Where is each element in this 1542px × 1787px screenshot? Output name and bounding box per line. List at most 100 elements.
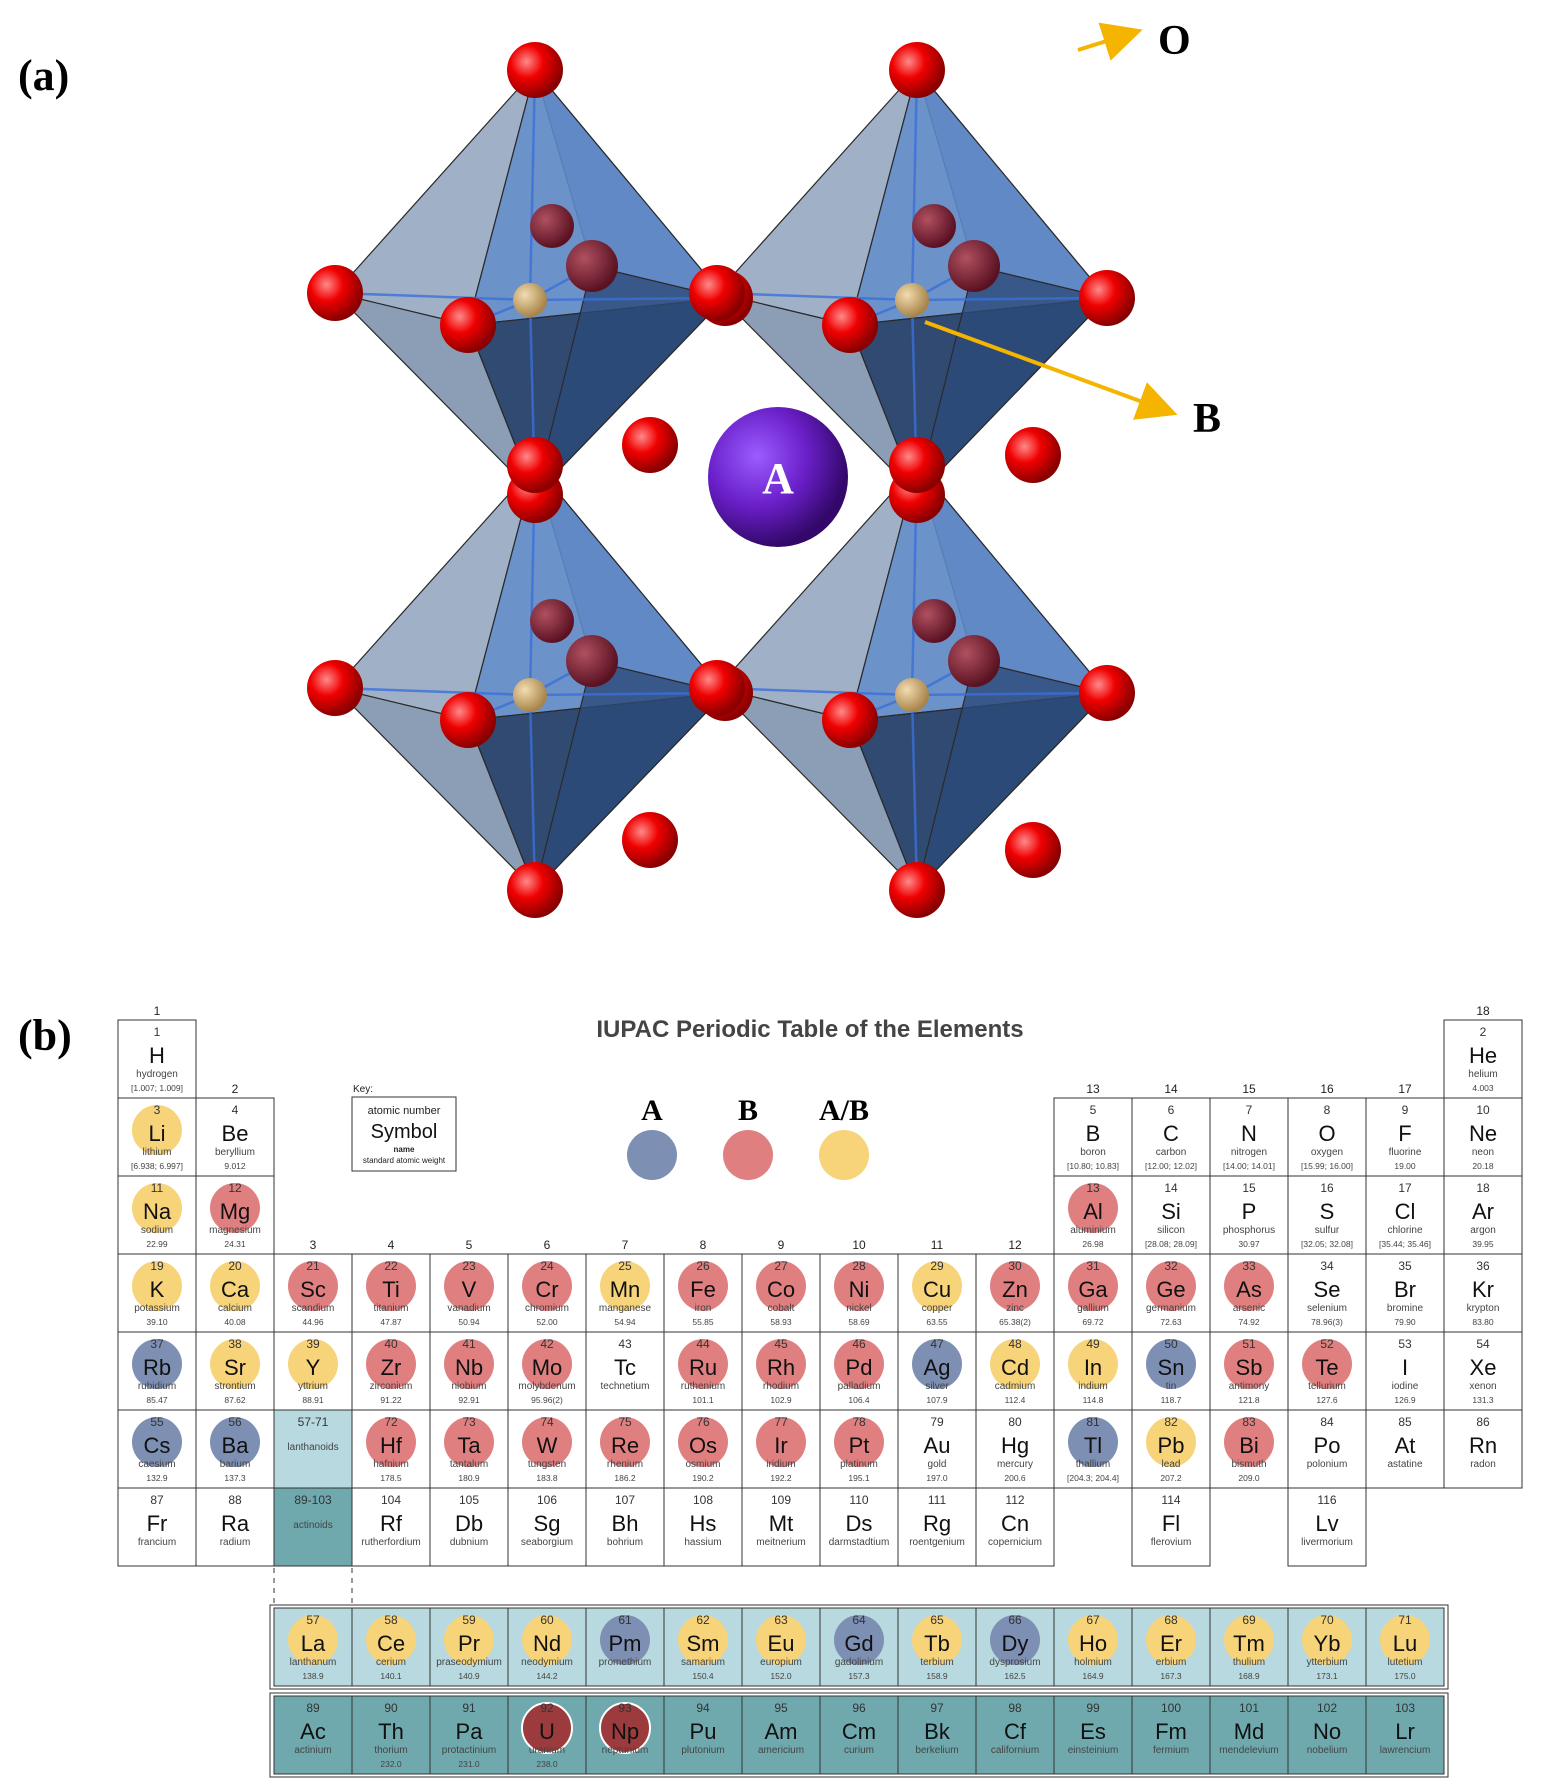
element-symbol: Ar [1472,1199,1494,1224]
atomic-weight: 157.3 [848,1671,870,1681]
element-name: bromine [1387,1303,1424,1314]
element-name: sulfur [1315,1225,1340,1236]
atomic-number: 86 [1476,1415,1490,1429]
element-name: flerovium [1151,1537,1192,1548]
element-symbol: Er [1160,1631,1182,1656]
atomic-weight: 167.3 [1160,1671,1182,1681]
element-symbol: Hf [380,1433,403,1458]
element-name: bismuth [1231,1459,1266,1470]
oxygen-atom [622,417,678,473]
element-name: gallium [1077,1303,1109,1314]
element-symbol: Si [1161,1199,1181,1224]
element-symbol: Cl [1395,1199,1416,1224]
atomic-number: 82 [1164,1415,1178,1429]
element-symbol: Pu [690,1719,717,1744]
element-symbol: Pa [456,1719,484,1744]
atomic-weight: 127.6 [1316,1395,1338,1405]
atomic-number: 25 [618,1259,632,1273]
element-symbol: W [537,1433,558,1458]
atomic-number: 58 [384,1613,398,1627]
group-number: 15 [1242,1082,1256,1096]
element-name: cobalt [768,1303,795,1314]
element-name: uranium [529,1745,565,1756]
atomic-number: 11 [151,1181,164,1195]
classification-circle [444,1261,494,1311]
element-name: einsteinium [1068,1745,1119,1756]
oxygen-atom [622,812,678,868]
group-number: 2 [232,1082,239,1096]
element-symbol: Ds [846,1511,873,1536]
atomic-weight: 106.4 [848,1395,870,1405]
classification-circle [210,1183,260,1233]
oxygen-atom [507,437,563,493]
element-name: californium [991,1745,1039,1756]
element-name: lanthanum [290,1657,337,1668]
atomic-weight: 102.9 [770,1395,792,1405]
element-symbol: Nb [455,1355,483,1380]
classification-circle [366,1261,416,1311]
b-site-arrow [924,320,1178,420]
atomic-number: 99 [1086,1701,1100,1715]
element-symbol: Rf [380,1511,403,1536]
element-name: curium [844,1745,874,1756]
classification-circle [600,1261,650,1311]
atomic-weight: 19.00 [1394,1161,1416,1171]
element-name: gold [928,1459,947,1470]
oxygen-atom [889,437,945,493]
element-symbol: U [539,1719,555,1744]
element-name: helium [1468,1069,1497,1080]
classification-circle [521,1702,573,1754]
classification-circle [1302,1339,1352,1389]
atomic-number: 30 [1008,1259,1022,1273]
atomic-weight: 40.08 [224,1317,246,1327]
element-symbol: Ho [1079,1631,1107,1656]
element-symbol: Ne [1469,1121,1497,1146]
atomic-weight: 200.6 [1004,1473,1026,1483]
oxygen-atom [566,635,618,687]
element-name: yttrium [298,1381,328,1392]
element-symbol: Fe [690,1277,716,1302]
classification-circle [132,1105,182,1155]
element-symbol: Sn [1158,1355,1185,1380]
atomic-number: 14 [1164,1181,1178,1195]
legend-swatch [819,1130,869,1180]
element-symbol: Rb [143,1355,171,1380]
element-symbol: Sc [300,1277,326,1302]
element-name: erbium [1156,1657,1187,1668]
element-symbol: Tb [924,1631,950,1656]
atomic-weight: 144.2 [536,1671,558,1681]
element-name: silicon [1157,1225,1185,1236]
classification-circle [678,1339,728,1389]
classification-circle [834,1261,884,1311]
atomic-number: 42 [540,1337,554,1351]
classification-circle [210,1261,260,1311]
atomic-weight: 95.96(2) [531,1395,563,1405]
element-symbol: Ru [689,1355,717,1380]
atomic-number: 103 [1395,1701,1415,1715]
group-number: 8 [700,1238,707,1252]
atomic-number: 87 [150,1493,164,1507]
element-name: holmium [1074,1657,1112,1668]
element-name: tantalum [450,1459,488,1470]
element-name: phosphorus [1223,1225,1275,1236]
element-symbol: Mn [610,1277,641,1302]
atomic-number: 114 [1161,1493,1180,1507]
atomic-weight: 26.98 [1082,1239,1104,1249]
element-name: calcium [218,1303,252,1314]
atomic-weight: 192.2 [770,1473,792,1483]
